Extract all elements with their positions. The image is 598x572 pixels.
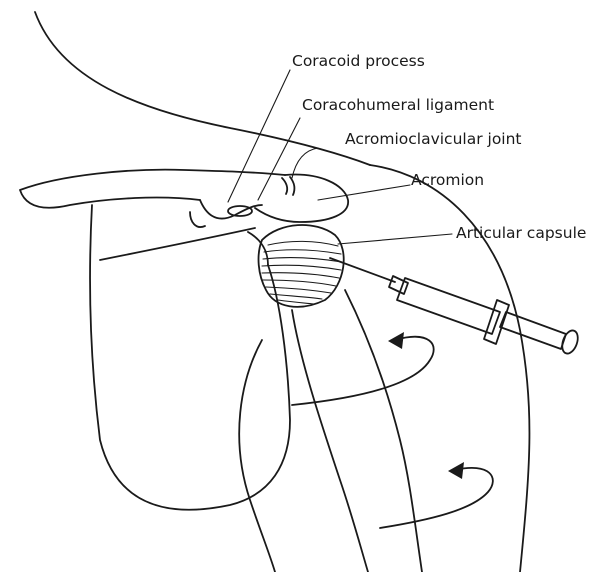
arm-inner-contour [239, 340, 275, 572]
leader-coracoid-process [228, 70, 290, 202]
leader-acromioclavicular-joint [292, 148, 318, 178]
syringe-barrel [397, 278, 500, 334]
label-acromioclavicular-joint: Acromioclavicular joint [345, 130, 522, 148]
label-coracoid-process: Coracoid process [292, 52, 425, 70]
syringe-plunger [500, 312, 566, 349]
leader-articular-capsule [338, 234, 452, 244]
articular-capsule-shading [259, 225, 344, 307]
label-articular-capsule: Articular capsule [456, 224, 586, 242]
scapular-spine [100, 228, 255, 260]
label-acromion: Acromion [411, 171, 484, 189]
ac-joint [282, 177, 294, 195]
acromion-bone [255, 175, 348, 222]
neck-contour [35, 12, 370, 165]
coracohumeral-ligament-site [228, 206, 252, 216]
label-coracohumeral-ligament: Coracohumeral ligament [302, 96, 494, 114]
clavicle [20, 170, 285, 208]
humerus-medial [292, 310, 368, 572]
leader-acromion [318, 185, 410, 200]
rotation-arrow-lower [380, 462, 493, 528]
